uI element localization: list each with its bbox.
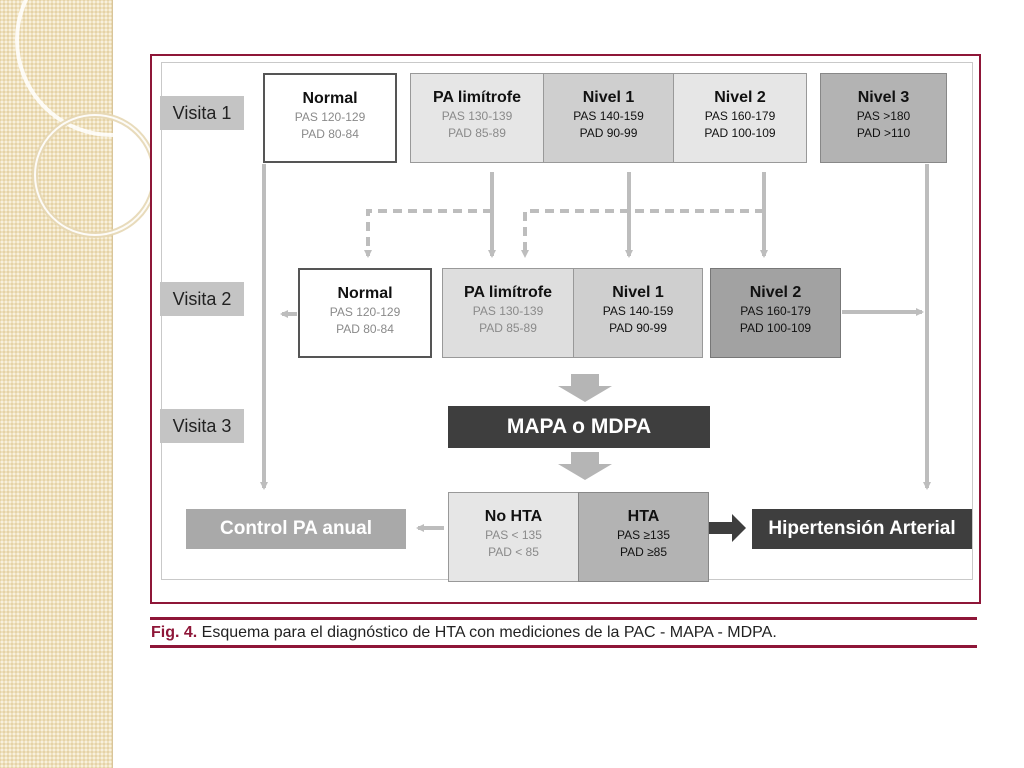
visit2-normal-pad: PAD 80-84 [336, 322, 394, 336]
visit1-nivel2-box: Nivel 2 PAS 160-179 PAD 100-109 [673, 73, 807, 163]
visit1-nivel3-pad: PAD >110 [856, 126, 911, 140]
dashed-arrow-limitrofe-to-normal [364, 209, 492, 258]
visit1-nivel1-pad: PAD 90-99 [579, 126, 638, 140]
control-pa-anual-box: Control PA anual [186, 509, 406, 549]
figure-frame: Visita 1 Visita 2 Visita 3 Normal PAS 12… [150, 54, 981, 604]
caption-rule-bottom [150, 645, 977, 648]
visit1-nivel1-box: Nivel 1 PAS 140-159 PAD 90-99 [543, 73, 674, 163]
outcome-hta-title: HTA [627, 508, 660, 525]
caption-label: Fig. 4. [151, 624, 198, 641]
outcome-no-hta-title: No HTA [484, 508, 543, 525]
visit2-nivel2-box: Nivel 2 PAS 160-179 PAD 100-109 [710, 268, 841, 358]
visit2-limitrofe-pas: PAS 130-139 [472, 304, 544, 318]
mapa-mdpa-box: MAPA o MDPA [448, 406, 710, 448]
visit2-normal-title: Normal [337, 285, 393, 302]
visit2-limitrofe-pad: PAD 85-89 [479, 321, 537, 335]
hipertension-arterial-box: Hipertensión Arterial [752, 509, 972, 549]
visit1-limitrofe-title: PA limítrofe [432, 89, 521, 106]
visit1-limitrofe-pas: PAS 130-139 [441, 109, 513, 123]
visit1-nivel3-pas: PAS >180 [856, 109, 911, 123]
visit2-limitrofe-box: PA limítrofe PAS 130-139 PAD 85-89 [442, 268, 574, 358]
visit2-normal-box: Normal PAS 120-129 PAD 80-84 [298, 268, 432, 358]
visit1-nivel3-title: Nivel 3 [857, 89, 910, 106]
visit1-normal-title: Normal [302, 90, 358, 107]
visit1-nivel1-pas: PAS 140-159 [573, 109, 644, 123]
figure-caption: Fig. 4. Esquema para el diagnóstico de H… [151, 623, 777, 643]
visit2-normal-pas: PAS 120-129 [329, 305, 401, 319]
outcome-no-hta-pad: PAD < 85 [488, 545, 539, 559]
visit2-nivel2-pas: PAS 160-179 [740, 304, 811, 318]
block-arrow-to-mapa [558, 374, 612, 402]
flow-arrows [260, 164, 931, 542]
visit1-limitrofe-pad: PAD 85-89 [448, 126, 506, 140]
dashed-arrow-nivel2-to-limitrofe [521, 209, 764, 258]
visit-1-label: Visita 1 [160, 96, 244, 130]
visit2-limitrofe-title: PA limítrofe [463, 284, 552, 301]
outcome-no-hta-pas: PAS < 135 [485, 528, 542, 542]
visit2-nivel1-pas: PAS 140-159 [602, 304, 674, 318]
outcome-hta-pas: PAS ≥135 [616, 528, 671, 542]
visit-3-label: Visita 3 [160, 409, 244, 443]
outcome-hta-pad: PAD ≥85 [619, 545, 668, 559]
visit2-nivel1-title: Nivel 1 [612, 284, 664, 301]
visit2-nivel2-pad: PAD 100-109 [739, 321, 812, 335]
visit1-nivel1-title: Nivel 1 [582, 89, 635, 106]
caption-rule-top [150, 617, 977, 620]
visit2-nivel1-pad: PAD 90-99 [609, 321, 667, 335]
visit1-limitrofe-box: PA limítrofe PAS 130-139 PAD 85-89 [410, 73, 544, 163]
visit1-nivel3-box: Nivel 3 PAS >180 PAD >110 [820, 73, 947, 163]
outcome-hta-box: HTA PAS ≥135 PAD ≥85 [578, 492, 709, 582]
block-arrow-to-outcomes [558, 452, 612, 480]
visit2-nivel1-box: Nivel 1 PAS 140-159 PAD 90-99 [573, 268, 703, 358]
dark-arrow-to-hipertension [708, 514, 746, 542]
visit1-nivel2-title: Nivel 2 [714, 89, 766, 106]
caption-text: Esquema para el diagnóstico de HTA con m… [197, 624, 777, 641]
outcome-no-hta-box: No HTA PAS < 135 PAD < 85 [448, 492, 579, 582]
visit1-nivel2-pas: PAS 160-179 [704, 109, 776, 123]
visit1-normal-pad: PAD 80-84 [301, 127, 359, 141]
visit2-nivel2-title: Nivel 2 [749, 284, 802, 301]
visit1-normal-pas: PAS 120-129 [294, 110, 366, 124]
visit-2-label: Visita 2 [160, 282, 244, 316]
visit1-normal-box: Normal PAS 120-129 PAD 80-84 [263, 73, 397, 163]
visit1-nivel2-pad: PAD 100-109 [704, 126, 776, 140]
